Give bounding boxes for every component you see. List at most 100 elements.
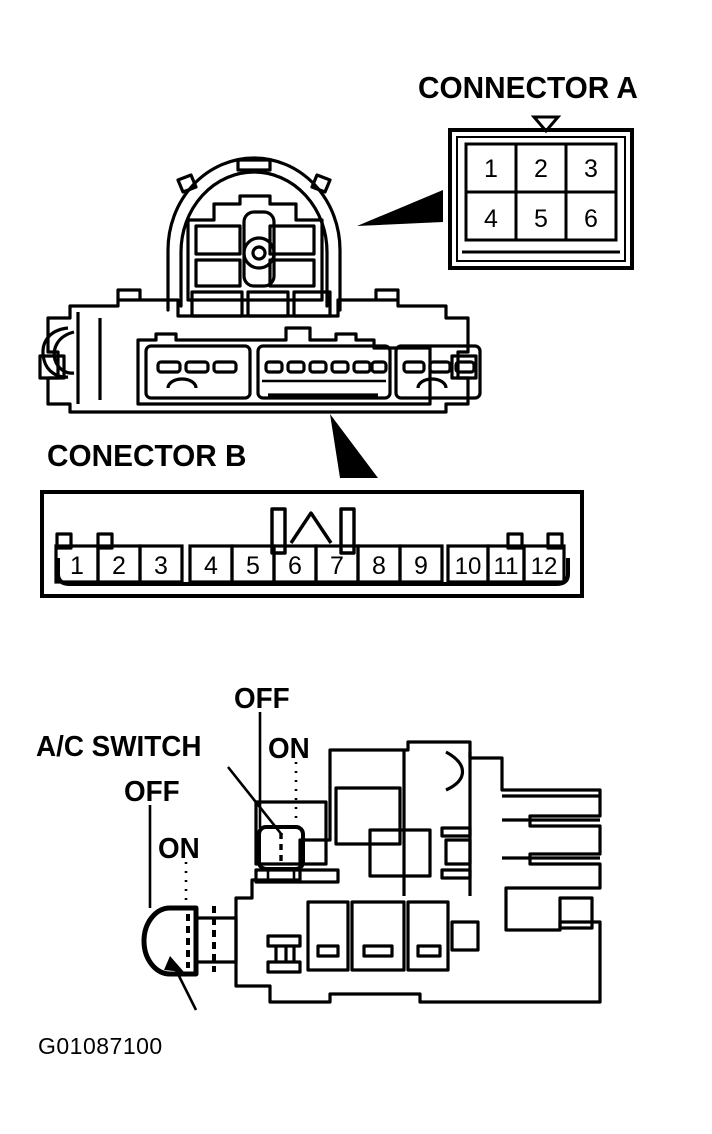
connector-a-pin-6: 6 — [584, 205, 598, 233]
assembly-wire-loop-2 — [52, 330, 75, 375]
connector-b-latch-triangle — [289, 511, 333, 544]
switch-foot-2 — [350, 900, 406, 972]
switch-detail-shelf-1 — [254, 868, 340, 884]
assembly-left-slot-3 — [212, 360, 238, 374]
assembly-center-hole — [251, 245, 267, 261]
ac-switch-label: A/C SWITCH — [36, 731, 202, 763]
assembly-center-slot-3 — [308, 360, 328, 374]
assembly-tab-left — [116, 288, 142, 300]
assembly-right-slot-3 — [454, 360, 476, 374]
connector-b-latch-post-left — [270, 507, 287, 555]
connector-a-pointer — [357, 190, 443, 226]
connector-b-pin-label-2: 2 — [112, 552, 126, 580]
assembly-bracket-left — [76, 312, 102, 404]
assembly-right-block-foot — [416, 377, 448, 389]
assembly-left-block — [144, 344, 252, 400]
switch-foot-3 — [406, 900, 450, 972]
assembly-dome-tab-left — [176, 173, 198, 194]
assembly-bracket-notch — [38, 354, 66, 380]
switch-center-rib-1 — [440, 826, 472, 838]
switch-pedestal-base — [266, 960, 302, 974]
connector-b-pin-label-10: 10 — [455, 553, 482, 580]
connector-a-outer-frame — [448, 128, 634, 270]
assembly-dome-outer — [166, 156, 342, 312]
switch-detail-box-2 — [334, 786, 402, 846]
assembly-left-slot-1 — [156, 360, 182, 374]
ac-switch-knob — [141, 905, 199, 977]
connector-b-bottom-rail — [56, 558, 570, 586]
switch-foot-port-2 — [362, 944, 394, 958]
assembly-connector-shell — [136, 326, 432, 406]
connector-b-tab-2 — [96, 532, 114, 550]
assembly-left-slot-2 — [184, 360, 210, 374]
assembly-wire-loop — [41, 326, 69, 379]
connector-b-title: CONECTOR B — [47, 438, 247, 473]
assembly-center-slot-4 — [330, 360, 350, 374]
connector-b-tab-1 — [55, 532, 73, 550]
assembly-face-cell-tl — [194, 224, 242, 256]
connector-b-pin-cell-9 — [398, 544, 444, 584]
connector-b-pin-cell-12 — [522, 544, 566, 584]
switch-center-rib-2 — [440, 868, 472, 880]
assembly-center-slot-5 — [352, 360, 372, 374]
connector-b-pin-label-8: 8 — [372, 552, 386, 580]
assembly-right-block — [394, 344, 482, 400]
assembly-center-slot-2 — [286, 360, 306, 374]
connector-b-pin-cell-3 — [138, 544, 184, 584]
switch-foot-1 — [306, 900, 350, 972]
connector-b-pin-label-11: 11 — [494, 553, 519, 580]
assembly-right-slot-1 — [402, 360, 426, 374]
assembly-center-ring — [242, 236, 276, 270]
assembly-face-cell-mr — [268, 258, 316, 288]
assembly-bracket-notch-right — [450, 354, 478, 380]
connector-b-pin-label-6: 6 — [288, 552, 302, 580]
connector-a-pin-1: 1 — [484, 155, 498, 183]
connector-b-pin-label-5: 5 — [246, 552, 260, 580]
connector-b-pin-label-1: 1 — [70, 552, 84, 580]
assembly-dome-top-tab — [236, 158, 272, 172]
assembly-face-cell-tr — [268, 224, 316, 256]
assembly-face-outline — [186, 194, 324, 302]
connector-a-title: CONNECTOR A — [418, 70, 638, 105]
connector-b-outer-frame — [40, 490, 584, 598]
ac-switch-upper-off-label: OFF — [234, 683, 290, 715]
ac-switch-lower-off-label: OFF — [124, 776, 180, 808]
connector-a-inner-frame — [456, 136, 626, 262]
switch-lower-port — [450, 920, 480, 952]
switch-center-hook — [445, 750, 464, 792]
switch-pedestal — [266, 934, 302, 948]
connector-b-pin-label-12: 12 — [531, 553, 558, 580]
assembly-center-block — [256, 344, 392, 400]
assembly-center-slot-1 — [264, 360, 284, 374]
switch-center-port — [444, 838, 472, 866]
connector-b-tab-12 — [546, 532, 564, 550]
connector-b-pointer — [330, 414, 378, 478]
knob-callout-arrow — [164, 956, 184, 972]
switch-detail-box-1 — [254, 800, 328, 866]
switch-body-outline — [234, 740, 602, 1004]
connector-b-latch-post-right — [339, 507, 356, 555]
switch-foot-port-1 — [316, 944, 340, 958]
connector-b-tab-11 — [506, 532, 524, 550]
connector-a-pin-5: 5 — [534, 205, 548, 233]
assembly-left-block-foot — [166, 377, 198, 389]
connector-a-pin-4: 4 — [484, 205, 498, 233]
assembly-right-slot-2 — [428, 360, 452, 374]
switch-right-tab — [558, 896, 594, 930]
assembly-dome-tab-right — [310, 173, 332, 194]
assembly-face-cell-ml — [194, 258, 242, 288]
ac-switch-upper-on-label: ON — [268, 733, 310, 765]
connector-a-notch-icon — [530, 115, 562, 134]
ac-switch-lower-on-label: ON — [158, 833, 200, 865]
connector-a-pin-3: 3 — [584, 155, 598, 183]
figure-reference-code: G01087100 — [38, 1033, 163, 1059]
switch-detail-box-3 — [368, 828, 432, 878]
switch-foot-port-3 — [416, 944, 442, 958]
connector-b-pin-label-7: 7 — [330, 552, 344, 580]
assembly-tab-right — [374, 288, 400, 300]
